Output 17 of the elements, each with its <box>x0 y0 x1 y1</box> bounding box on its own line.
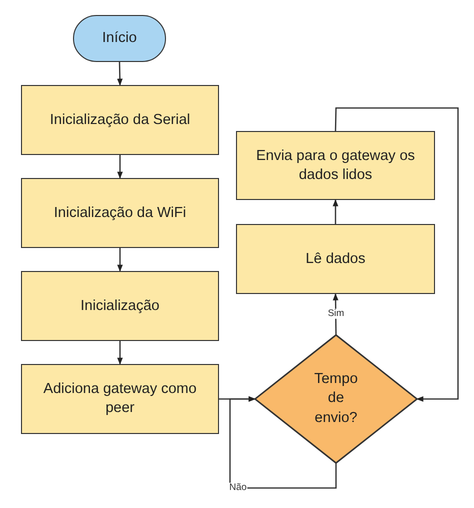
process-box: Inicialização <box>21 271 219 341</box>
arrow <box>229 396 337 489</box>
process-box: Envia para o gateway os dados lidos <box>236 131 435 200</box>
edge-label: Não <box>228 482 248 494</box>
arrow <box>334 107 459 402</box>
edge-label: Sim <box>326 308 346 320</box>
process-box: Inicialização da Serial <box>21 85 219 155</box>
arrow <box>117 341 123 365</box>
decision-text: Tempo de envio? <box>313 370 359 428</box>
process-box: Inicialização da WiFi <box>21 178 219 248</box>
process-box: Adiciona gateway como peer <box>21 364 219 434</box>
arrow <box>117 62 123 86</box>
arrow <box>332 199 338 224</box>
arrow <box>117 248 123 272</box>
arrow <box>117 155 123 179</box>
start-terminal: Início <box>73 15 166 62</box>
process-box: Lê dados <box>236 224 435 294</box>
